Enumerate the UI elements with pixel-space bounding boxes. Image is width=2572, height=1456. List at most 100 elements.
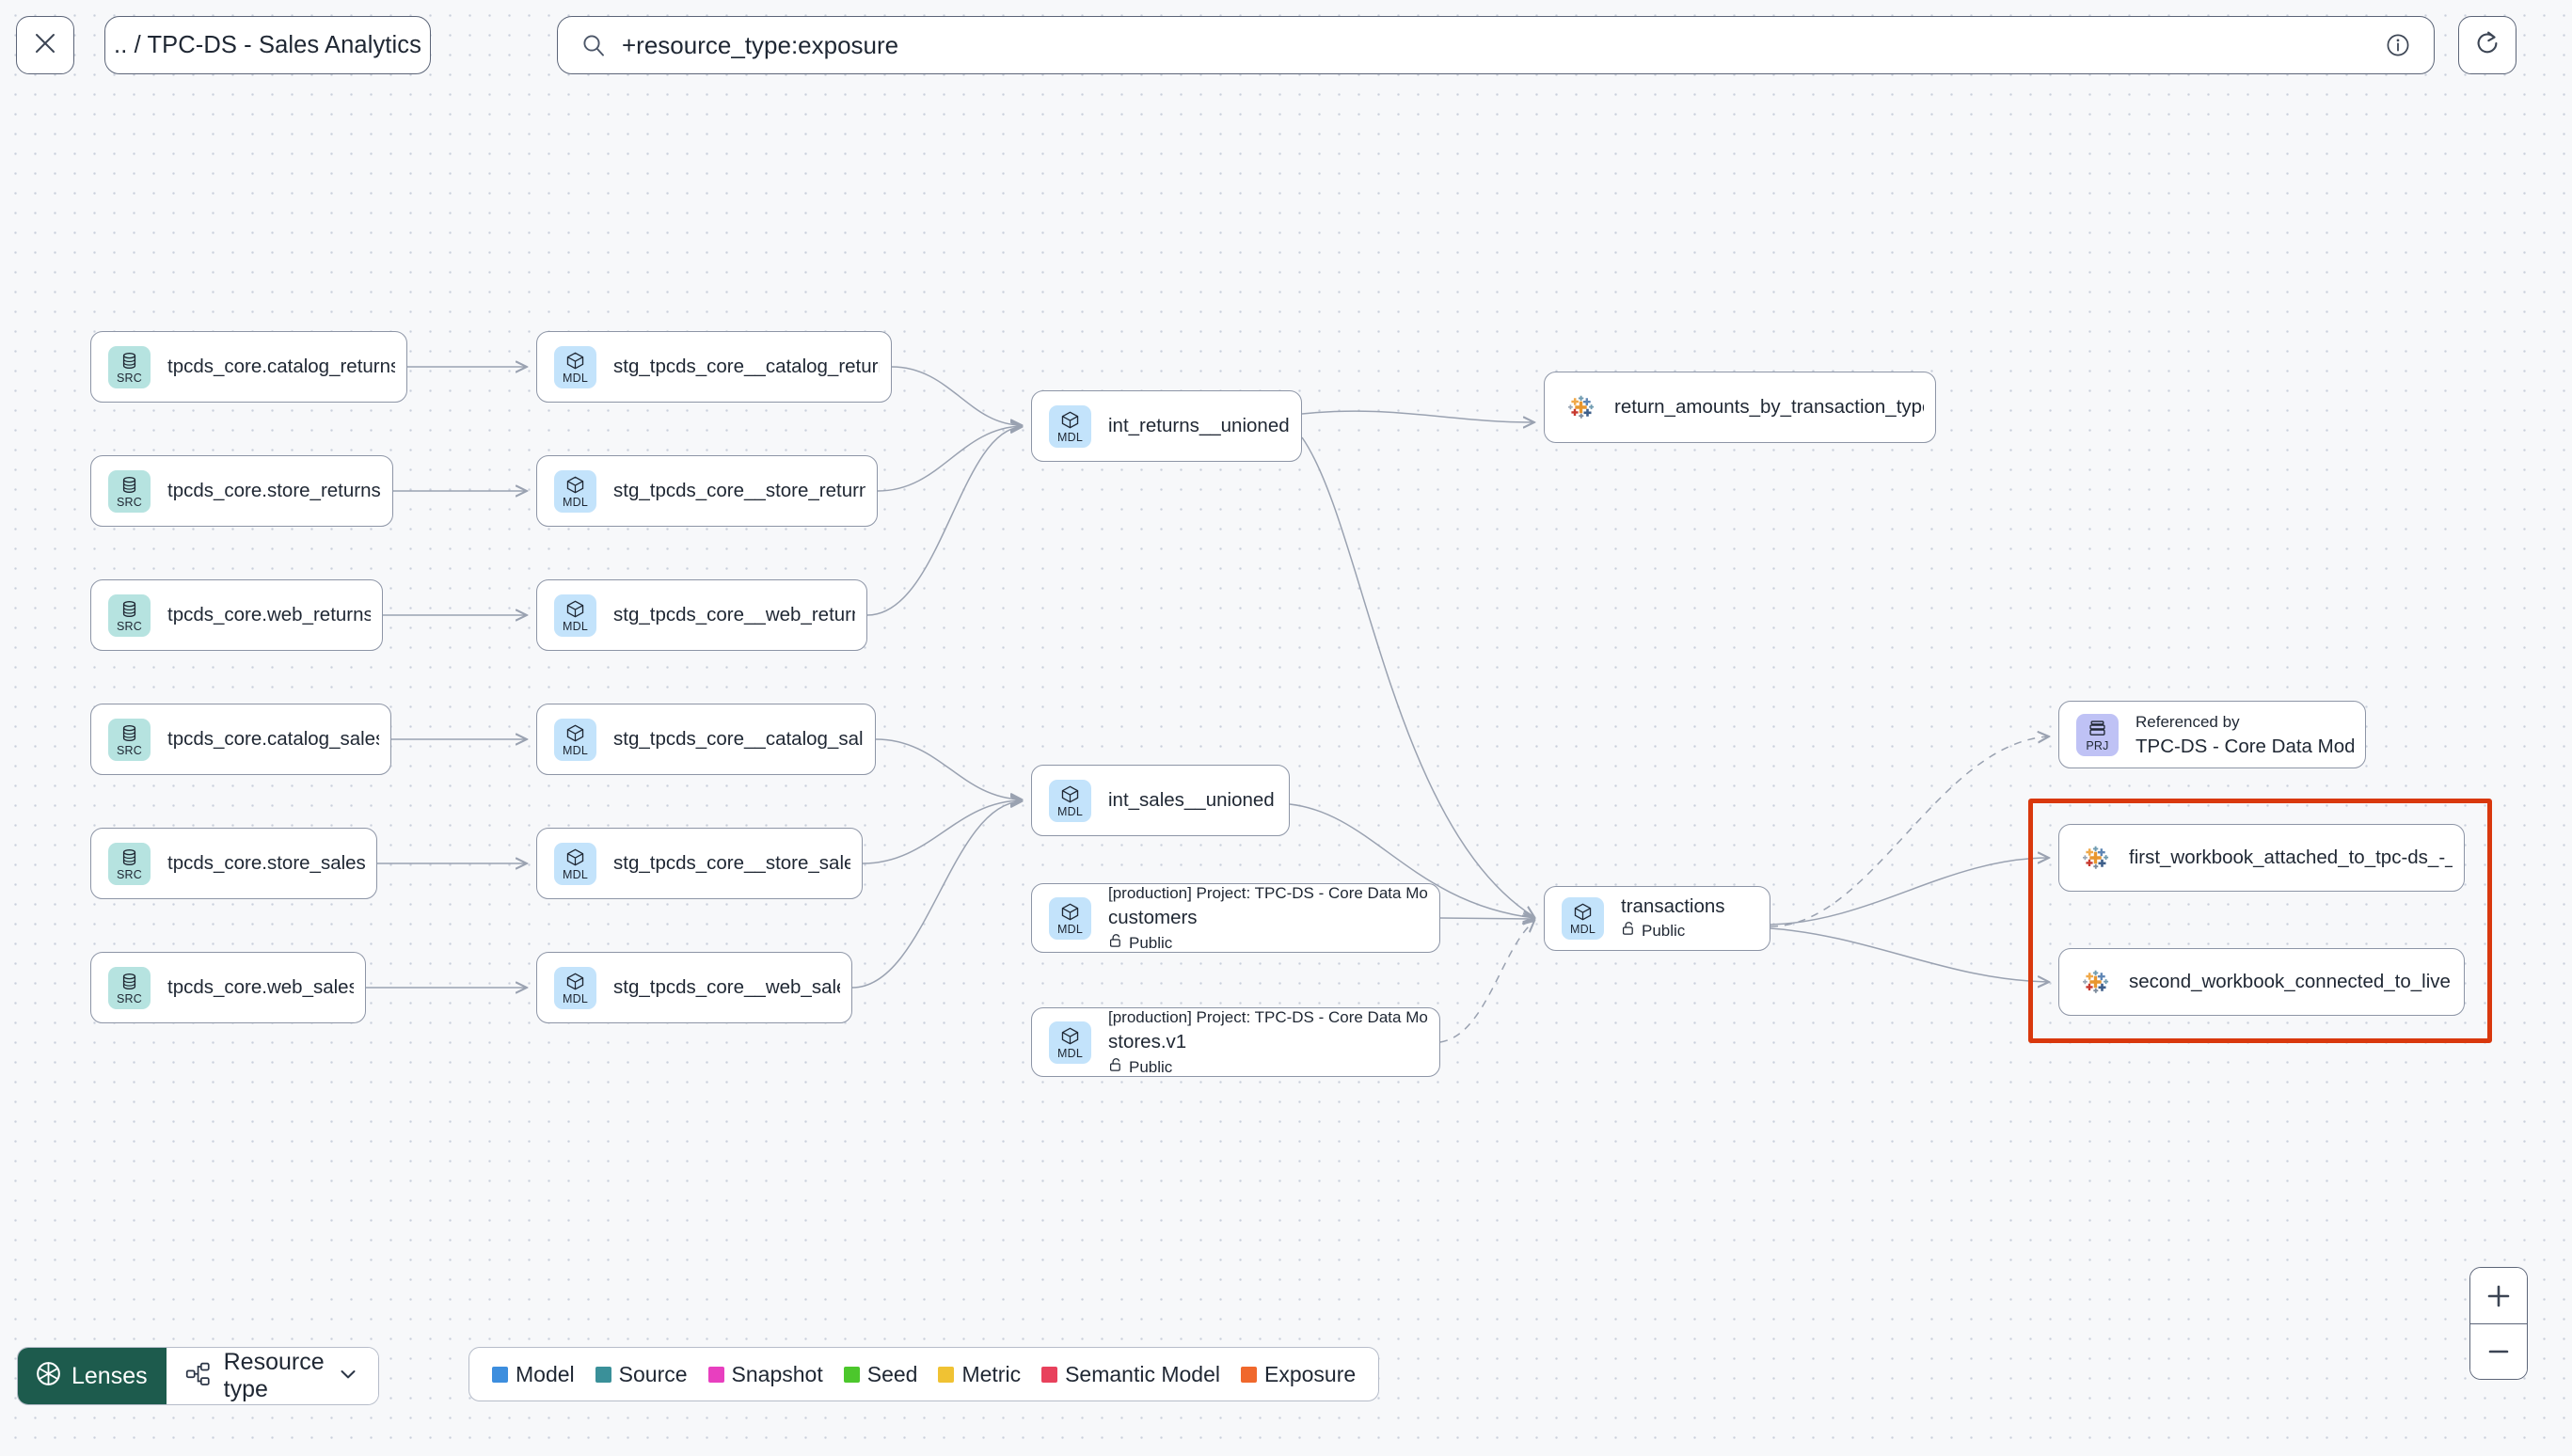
node-subtitle: [production] Project: TPC-DS - Core Data… [1108, 1007, 1428, 1026]
node-title: stg_tpcds_core__catalog_sales [613, 728, 864, 751]
graph-node-mdl-stg-catalog-returns[interactable]: MDL stg_tpcds_core__catalog_returns [536, 331, 892, 403]
badge-label: PRJ [2086, 738, 2109, 752]
resource-badge-mdl: MDL [554, 593, 596, 637]
graph-node-src-catalog-sales[interactable]: SRC tpcds_core.catalog_sales [90, 704, 391, 775]
node-title: first_workbook_attached_to_tpc-ds_-_… [2129, 847, 2453, 869]
search-input[interactable]: +resource_type:exposure [557, 16, 2435, 74]
database-icon [119, 847, 139, 867]
legend-swatch [492, 1366, 508, 1383]
node-body: stg_tpcds_core__store_returns [613, 478, 865, 503]
node-body: stg_tpcds_core__store_sales [613, 850, 850, 876]
resource-type-select[interactable]: Resource type [166, 1348, 378, 1404]
badge-label: SRC [117, 495, 142, 509]
legend-label: Model [516, 1361, 575, 1386]
node-title: tpcds_core.catalog_sales [167, 728, 379, 751]
legend-item-seed[interactable]: Seed [843, 1362, 917, 1387]
graph-node-exp-second-workbook[interactable]: second_workbook_connected_to_live… [2058, 948, 2465, 1016]
node-title: tpcds_core.store_returns [167, 480, 381, 502]
graph-node-exp-return-amounts[interactable]: return_amounts_by_transaction_type [1544, 372, 1936, 443]
legend-item-snapshot[interactable]: Snapshot [707, 1362, 823, 1387]
graph-node-exp-first-workbook[interactable]: first_workbook_attached_to_tpc-ds_-_… [2058, 824, 2465, 892]
badge-label: MDL [1570, 923, 1596, 936]
chevron-down-icon [337, 1363, 359, 1390]
cube-icon [565, 599, 585, 619]
cube-icon [1573, 902, 1593, 922]
graph-node-mdl-stores-v1[interactable]: MDL [production] Project: TPC-DS - Core D… [1031, 1007, 1440, 1077]
node-title: tpcds_core.web_sales [167, 976, 354, 999]
graph-node-mdl-customers[interactable]: MDL[production] Project: TPC-DS - Core D… [1031, 883, 1440, 953]
resource-badge-src: SRC [108, 469, 151, 513]
aperture-icon [35, 1360, 62, 1392]
selection-highlight-box [2028, 799, 2492, 1043]
close-button[interactable] [16, 16, 74, 74]
badge-label: SRC [117, 743, 142, 757]
legend-item-semantic-model[interactable]: Semantic Model [1041, 1362, 1220, 1387]
cube-icon [1060, 1026, 1080, 1046]
resource-badge-src: SRC [108, 718, 151, 761]
search-query-value: +resource_type:exposure [622, 30, 899, 59]
tableau-exposure-icon [2080, 842, 2112, 874]
node-title: int_sales__unioned [1108, 789, 1275, 812]
badge-label: MDL [1057, 1046, 1083, 1060]
cube-icon [1060, 902, 1080, 922]
resource-type-legend: Model Source Snapshot Seed Metric Semantic Mo… [468, 1347, 1380, 1401]
badge-label: MDL [563, 743, 588, 757]
badge-label: SRC [117, 991, 142, 1005]
graph-node-mdl-stg-store-returns[interactable]: MDL stg_tpcds_core__store_returns [536, 455, 878, 527]
resource-badge-mdl: MDL [1049, 1021, 1091, 1064]
graph-node-mdl-stg-web-returns[interactable]: MDL stg_tpcds_core__web_returns [536, 579, 867, 651]
resource-badge-mdl: MDL [554, 469, 596, 513]
resource-badge-src: SRC [108, 966, 151, 1009]
resource-badge-mdl: MDL [554, 966, 596, 1009]
breadcrumb[interactable]: .. / TPC-DS - Sales Analytics [104, 16, 431, 74]
node-title: tpcds_core.store_sales [167, 852, 365, 875]
hierarchy-icon [185, 1361, 212, 1392]
zoom-out-button[interactable] [2470, 1323, 2527, 1379]
legend-swatch [843, 1366, 860, 1383]
graph-node-mdl-stg-catalog-sales[interactable]: MDL stg_tpcds_core__catalog_sales [536, 704, 876, 775]
node-title: tpcds_core.web_returns [167, 604, 371, 626]
info-icon[interactable] [2385, 32, 2411, 58]
graph-node-src-web-sales[interactable]: SRC tpcds_core.web_sales [90, 952, 366, 1023]
node-access-label: Public [1129, 1057, 1173, 1076]
node-body: tpcds_core.web_sales [167, 974, 354, 1000]
refresh-icon [2472, 28, 2502, 63]
legend-label: Semantic Model [1065, 1361, 1220, 1386]
legend-item-source[interactable]: Source [595, 1362, 688, 1387]
cube-icon [1060, 410, 1080, 430]
node-body: stg_tpcds_core__catalog_returns [613, 354, 880, 379]
badge-label: MDL [1057, 922, 1083, 936]
legend-item-exposure[interactable]: Exposure [1241, 1362, 1356, 1387]
graph-node-src-store-returns[interactable]: SRC tpcds_core.store_returns [90, 455, 393, 527]
badge-label: SRC [117, 371, 142, 385]
resource-badge-mdl: MDL [554, 345, 596, 388]
zoom-in-button[interactable] [2470, 1268, 2527, 1323]
legend-swatch [1241, 1366, 1257, 1383]
node-title: stg_tpcds_core__web_returns [613, 604, 855, 626]
legend-swatch [938, 1366, 955, 1383]
badge-label: MDL [563, 991, 588, 1005]
legend-item-metric[interactable]: Metric [938, 1362, 1021, 1387]
lenses-button[interactable]: Lenses [18, 1348, 167, 1404]
node-body: [production] Project: TPC-DS - Core Data… [1108, 1005, 1428, 1079]
database-icon [119, 351, 139, 371]
legend-item-model[interactable]: Model [492, 1362, 575, 1387]
node-access-meta: Public [1108, 1055, 1428, 1080]
node-title: stg_tpcds_core__catalog_returns [613, 356, 880, 378]
refresh-button[interactable] [2458, 16, 2516, 74]
node-body: return_amounts_by_transaction_type [1614, 394, 1924, 419]
node-title: transactions [1621, 895, 1725, 918]
legend-swatch [707, 1366, 724, 1383]
